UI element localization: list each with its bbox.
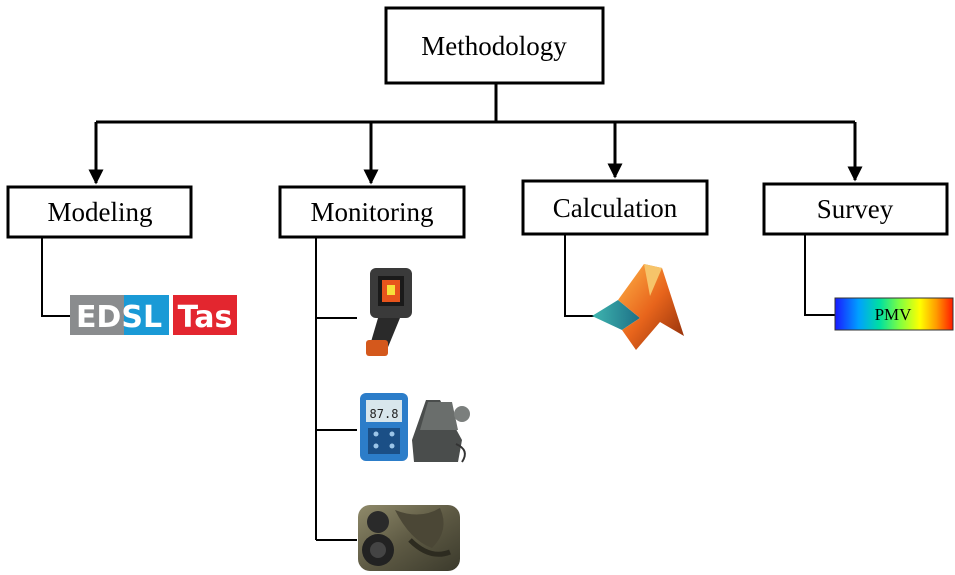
- matlab-logo-icon: [592, 264, 684, 350]
- node-survey: Survey: [762, 182, 949, 236]
- thermal-camera-icon: [366, 268, 412, 356]
- data-logger-icon: 87.8: [360, 393, 408, 461]
- logo-tas-text: Tas: [178, 300, 233, 335]
- sensor-icon: [412, 400, 470, 463]
- logo-edsl-text: EDSL: [76, 300, 162, 335]
- root-node: Methodology: [384, 6, 605, 85]
- rangefinder-icon: [358, 505, 460, 571]
- leaf-connectors: [41, 234, 835, 541]
- pmv-scale: PMV: [834, 297, 954, 331]
- edsl-tas-logo: EDSL Tas: [70, 295, 237, 335]
- node-modeling: Modeling: [6, 185, 193, 239]
- monitoring-label: Monitoring: [310, 197, 433, 227]
- pmv-label: PMV: [875, 305, 913, 324]
- svg-text:87.8: 87.8: [370, 407, 399, 421]
- node-monitoring: Monitoring: [278, 185, 466, 239]
- root-label: Methodology: [421, 31, 567, 61]
- node-calculation: Calculation: [521, 179, 709, 236]
- survey-label: Survey: [817, 194, 894, 224]
- root-connectors: [88, 83, 863, 185]
- modeling-label: Modeling: [48, 197, 153, 227]
- calculation-label: Calculation: [553, 193, 678, 223]
